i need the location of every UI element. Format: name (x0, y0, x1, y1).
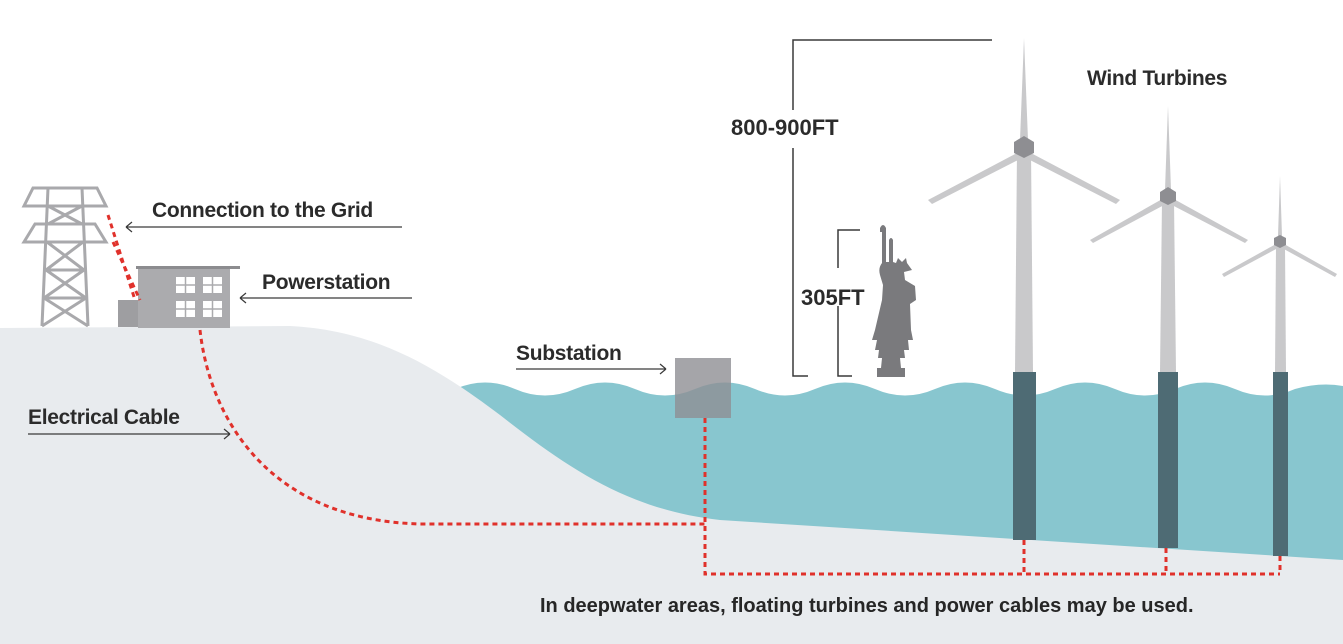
label-arrows (28, 221, 667, 440)
electrical-cable-lines (106, 214, 1282, 576)
powerstation-icon (118, 266, 240, 328)
land-and-seabed (0, 326, 1343, 644)
powerstation-label: Powerstation (262, 271, 391, 294)
substation-icon (675, 358, 731, 418)
electrical-cable-label: Electrical Cable (28, 406, 180, 429)
wind-turbine-icon (928, 38, 1120, 540)
height-brackets (792, 39, 992, 377)
wind-turbine-icon (1090, 106, 1248, 548)
wind-turbine-icon (1222, 176, 1337, 556)
deepwater-caption: In deepwater areas, floating turbines an… (540, 595, 1194, 617)
transmission-tower-icon (21, 186, 109, 328)
statue-height-label: 305FT (801, 285, 865, 310)
substation-label: Substation (516, 342, 622, 365)
turbine-height-label: 800-900FT (731, 115, 839, 140)
grid-connection-label: Connection to the Grid (152, 199, 373, 222)
wind-turbines-label: Wind Turbines (1087, 67, 1228, 90)
statue-of-liberty-icon (872, 225, 916, 377)
